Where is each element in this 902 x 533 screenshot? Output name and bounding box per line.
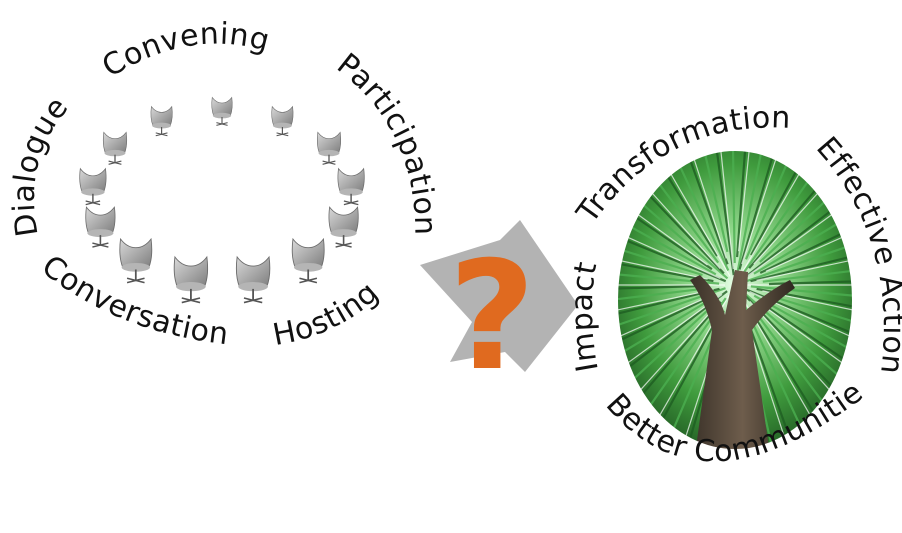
chair-icon (85, 206, 116, 248)
word-impact: Impact (565, 259, 606, 375)
chair-icon (316, 131, 342, 165)
word-hosting: Hosting (270, 275, 386, 353)
word-dialogue: Dialogue (7, 90, 76, 239)
chair-icon (235, 255, 271, 304)
word-convening: Convening (96, 16, 273, 84)
chair-icon (328, 206, 359, 248)
chair-icon (291, 237, 325, 284)
chair-icon (173, 255, 209, 304)
tree-oval-border (616, 149, 854, 451)
chair-icon (79, 167, 107, 206)
chair-icon (119, 237, 153, 284)
chair-ring (79, 96, 365, 304)
question-mark-icon: ? (448, 230, 535, 404)
chair-icon (211, 96, 233, 126)
arrow-icon (420, 220, 578, 372)
chair-icon (150, 105, 173, 137)
chair-icon (337, 167, 365, 206)
word-participation: Participation (330, 47, 442, 236)
chair-icon (271, 105, 294, 137)
chair-icon (102, 131, 128, 165)
tree-trunk (690, 270, 795, 450)
